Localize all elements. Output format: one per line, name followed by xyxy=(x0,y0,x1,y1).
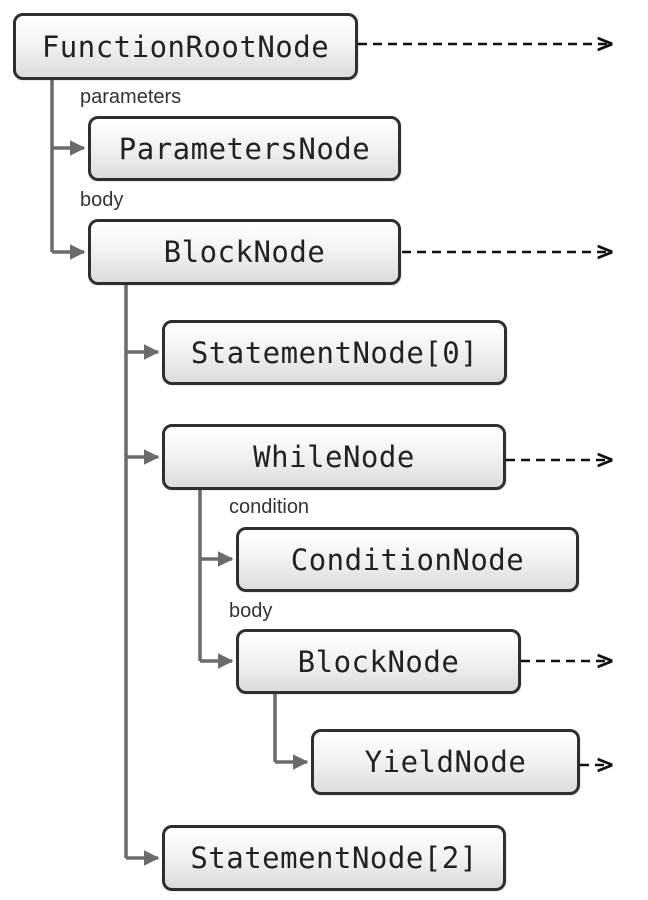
while-node: WhileNode xyxy=(162,424,506,490)
block-node-outer: BlockNode xyxy=(88,219,401,285)
condition-node: ConditionNode xyxy=(236,527,579,592)
parameters-node: ParametersNode xyxy=(88,116,401,181)
statement-node-2: StatementNode[2] xyxy=(162,825,506,891)
yield-node: YieldNode xyxy=(311,729,580,795)
edge-label-body-inner: body xyxy=(229,600,273,622)
statement-node-0: StatementNode[0] xyxy=(162,320,507,385)
edge-label-body-outer: body xyxy=(80,189,124,211)
block-node-inner: BlockNode xyxy=(236,629,521,694)
function-root-node: FunctionRootNode xyxy=(13,13,358,80)
edge-label-parameters: parameters xyxy=(80,86,182,108)
edge-label-condition: condition xyxy=(229,496,310,518)
